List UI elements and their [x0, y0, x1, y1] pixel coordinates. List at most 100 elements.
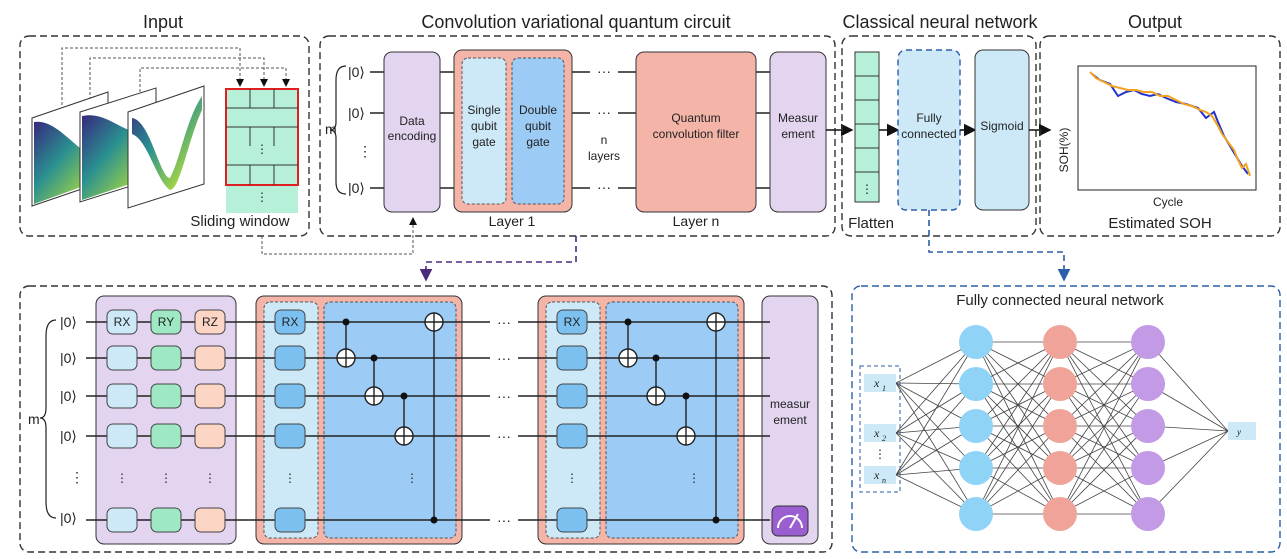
fcnn-edge	[1059, 341, 1149, 515]
fcnn-title: Fully connected neural network	[956, 292, 1164, 309]
fcnn-edge	[1059, 383, 1149, 515]
window-vdots-2: ⋮	[256, 190, 268, 204]
meter-icon	[771, 505, 809, 537]
cnot-vdots: ⋮	[688, 471, 700, 485]
fcnn-neuron	[1043, 497, 1077, 531]
xn-sub: n	[882, 476, 886, 485]
layer-1-block: Single qubit gate Double qubit gate	[453, 49, 573, 213]
wire-ellipsis: ···	[497, 428, 511, 444]
rz-gate	[194, 345, 226, 371]
circuit-title: Convolution variational quantum circuit	[421, 12, 730, 32]
xdots: ⋮	[874, 447, 886, 461]
rx-gate	[106, 423, 138, 449]
rx-layer-gate	[556, 383, 588, 409]
enc-vdots: ⋮	[204, 471, 216, 485]
fcnn-edge	[1059, 425, 1149, 515]
fcnn-input-x2: x 2	[864, 424, 896, 443]
fcnn-edge	[1147, 341, 1229, 432]
bk-3: |0⟩	[60, 388, 77, 404]
bottom-m-brace	[39, 319, 57, 519]
bottom-gates: RX⋮RY⋮RZ⋮RX⋮RX⋮⋮⋮	[106, 309, 726, 533]
window-to-encoding-link	[261, 217, 417, 255]
classical-title: Classical neural network	[842, 12, 1038, 32]
wire-ellipsis: ···	[497, 350, 511, 366]
top-ellipsis-2: ···	[597, 104, 611, 120]
rx-layer-gate	[556, 507, 588, 533]
rx-layer-gate	[556, 309, 588, 335]
cnot-control	[400, 392, 408, 400]
fcnn-output-node: y	[1228, 422, 1256, 440]
cnot-control	[682, 392, 690, 400]
input-panel: ⋮ ⋮ Sliding window	[19, 35, 310, 237]
layer-n-label: Layer n	[673, 213, 720, 229]
output-panel: SOH(%) Cycle Estimated SOH	[1039, 35, 1281, 237]
top-ellipsis-3: ···	[597, 179, 611, 195]
rx-layer-gate-label: RX	[564, 315, 581, 329]
classical-nn-panel: ⋮ Flatten Fully connected Sigmoid	[841, 35, 1037, 237]
rz-gate	[194, 507, 226, 533]
top-ellipsis-1: ···	[597, 63, 611, 79]
rx-gate	[106, 309, 138, 335]
cnot-control	[712, 516, 720, 524]
fcnn-edge	[1059, 341, 1149, 427]
cnot-control	[624, 318, 632, 326]
x1-sub: 1	[882, 384, 886, 393]
curve-image-3	[127, 85, 205, 209]
measure-label-1: Measur	[778, 111, 818, 125]
fcnn-edge	[1059, 383, 1149, 469]
rx-layer-gate	[274, 423, 306, 449]
ry-gate	[150, 383, 182, 409]
fc-label-2: connected	[901, 127, 956, 141]
fcnn-edge	[895, 341, 977, 476]
fcnn-neuron	[1131, 497, 1165, 531]
ry-gate	[150, 507, 182, 533]
output-title: Output	[1128, 12, 1182, 32]
fcnn-edge	[1059, 341, 1149, 469]
ket-1: |0⟩	[348, 64, 365, 80]
rx-gate	[106, 507, 138, 533]
measurement-block: Measur ement	[769, 51, 827, 213]
soh-plot-frame	[1077, 65, 1257, 191]
x2-sub: 2	[882, 434, 886, 443]
fcnn-input-x1: x 1	[864, 374, 896, 393]
fcnn-edge	[975, 341, 1061, 515]
xn-label: x	[873, 468, 880, 482]
ket-3: |0⟩	[348, 180, 365, 196]
layer-vdots: ⋮	[284, 471, 296, 485]
y-label: y	[1236, 427, 1241, 437]
n-layers-1: n	[601, 133, 608, 147]
flatten-dots: ⋮	[861, 182, 873, 196]
quantum-circuit-panel: m |0⟩ |0⟩ ⋮ |0⟩ Data encoding Single qub…	[319, 35, 836, 237]
sigmoid-block: Sigmoid	[974, 49, 1030, 211]
detailed-circuit-panel: m |0⟩ |0⟩ |0⟩ |0⟩ ⋮ |0⟩ ··············· …	[19, 285, 833, 553]
encoding-label-1: Data	[399, 114, 425, 128]
fcnn-neuron	[959, 451, 993, 485]
single-label-1: Single	[467, 103, 501, 117]
x2-label: x	[873, 426, 880, 440]
bk-2: |0⟩	[60, 350, 77, 366]
soh-ylabel: SOH(%)	[1057, 128, 1071, 173]
m-brace	[329, 65, 347, 195]
ket-dots: ⋮	[358, 143, 372, 159]
ry-gate	[150, 309, 182, 335]
fcnn-neuron	[959, 367, 993, 401]
fcnn-panel: Fully connected neural network x 1 x 2 ⋮…	[851, 285, 1281, 553]
bk-4: |0⟩	[60, 428, 77, 444]
layer-1-label: Layer 1	[489, 213, 536, 229]
fcnn-edge	[975, 341, 1061, 469]
fcnn-neuron	[1131, 325, 1165, 359]
fcnn-nodes	[959, 325, 1165, 531]
cnot-control	[342, 318, 350, 326]
window-vdots: ⋮	[256, 142, 268, 156]
rx-layer-gate	[274, 345, 306, 371]
ry-gate	[150, 423, 182, 449]
x1-label: x	[873, 376, 880, 390]
rx-gate	[106, 345, 138, 371]
rx-gate	[106, 383, 138, 409]
fcnn-edge	[895, 382, 977, 515]
cnot-control	[652, 354, 660, 362]
fcnn-edge	[895, 382, 977, 469]
rx-layer-gate	[274, 383, 306, 409]
quantum-conv-filter-block: Quantum convolution filter	[635, 51, 757, 213]
